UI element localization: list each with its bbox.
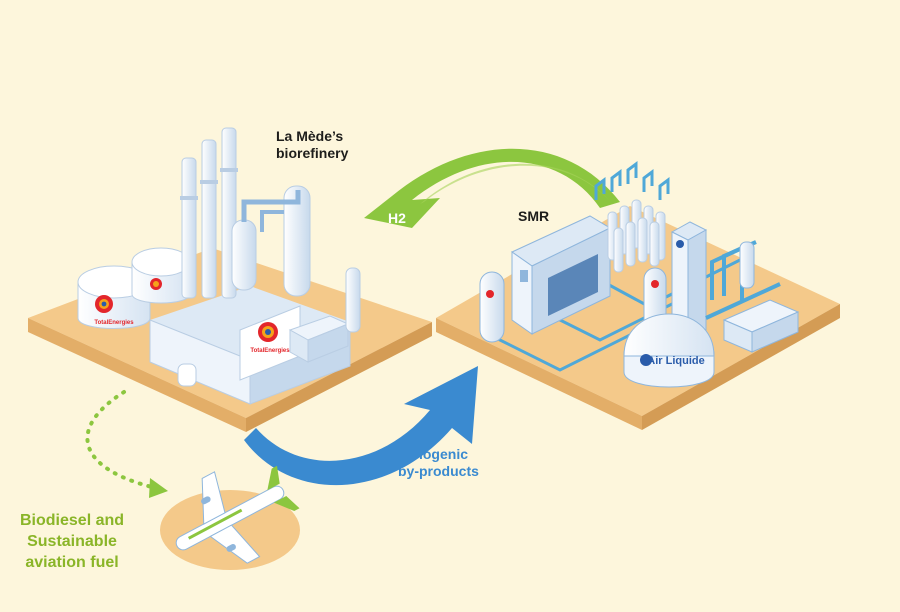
storage-tank-icon [479,271,505,343]
factory-icon [511,215,612,335]
refinery-buildings: TotalEnergies [77,127,361,405]
storage-tank-icon: Air Liquide [623,313,715,388]
refinery-label-line1: La Mède’s [276,128,344,144]
biogenic-label-line1: Biogenic [408,446,468,462]
fuel-label-line3: aviation fuel [25,554,119,572]
biogenic-flow-arrow [244,366,478,486]
fuel-label-line2: Sustainable [27,533,117,551]
air-liquide-logo-text: Air Liquide [647,355,704,367]
biogenic-label: Biogenic by-products [398,446,479,480]
biogenic-label-line2: by-products [398,462,479,479]
smr-buildings: Air Liquide [479,161,800,388]
airplane-icon [175,465,300,564]
reactor-columns [231,185,311,297]
h2-label: H2 [388,210,406,226]
factory-icon: TotalEnergies [239,305,301,381]
h2-flow-arrow [364,148,620,228]
chimney-stacks [180,127,238,299]
fuel-label: Biodiesel and Sustainable aviation fuel [20,510,124,573]
storage-tank-icon [131,247,191,304]
fuel-flow-path [85,390,158,490]
refinery-label: La Mède’s biorefinery [276,128,348,162]
fuel-label-line1: Biodiesel and [20,512,125,529]
cooling-units [594,161,670,273]
totalenergies-logo-text: TotalEnergies [94,320,134,326]
smr-label: SMR [518,208,550,224]
fuel-flow-arrowhead [149,478,168,498]
refinery-label-line2: biorefinery [276,144,349,161]
totalenergies-logo-text: TotalEnergies [250,348,290,354]
